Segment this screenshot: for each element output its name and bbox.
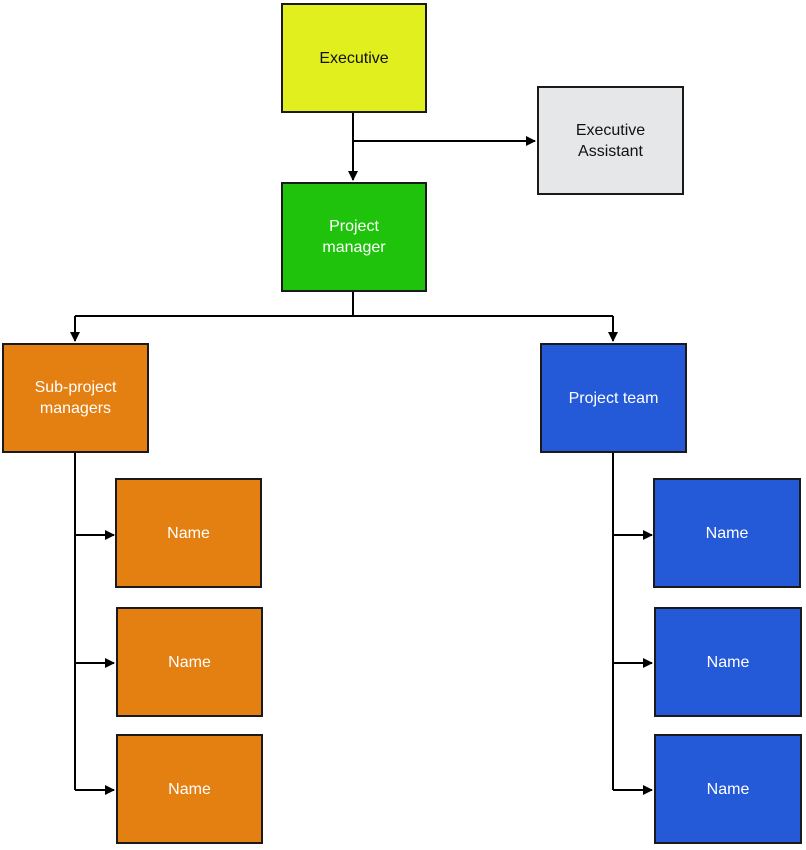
member-name-label: Name	[706, 653, 750, 671]
project-team-member-box: Name	[654, 734, 802, 844]
project-team-member-box: Name	[654, 607, 802, 717]
member-name-label: Name	[705, 524, 749, 542]
executive-box: Executive	[281, 3, 427, 113]
sub-project-member-box: Name	[115, 478, 262, 588]
project-manager-label-line1: Project	[329, 218, 379, 235]
executive-assistant-label-line2: Assistant	[578, 142, 643, 160]
member-name-label: Name	[168, 653, 211, 671]
member-name-label: Name	[168, 780, 211, 798]
project-manager-label-line2: manager	[322, 239, 386, 256]
sub-project-managers-box: Sub-project managers	[2, 343, 149, 453]
project-team-member-box: Name	[653, 478, 801, 588]
sub-project-managers-label-line1: Sub-project	[34, 379, 117, 396]
project-team-box: Project team	[540, 343, 687, 453]
project-manager-box: Project manager	[281, 182, 427, 292]
executive-label: Executive	[319, 49, 389, 67]
project-team-label: Project team	[568, 389, 659, 407]
executive-assistant-label-line1: Executive	[575, 121, 646, 139]
sub-project-member-box: Name	[116, 607, 263, 717]
executive-assistant-box: Executive Assistant	[537, 86, 684, 195]
member-name-label: Name	[167, 524, 210, 542]
sub-project-managers-label-line2: managers	[39, 400, 112, 417]
member-name-label: Name	[706, 780, 750, 798]
sub-project-member-box: Name	[116, 734, 263, 844]
